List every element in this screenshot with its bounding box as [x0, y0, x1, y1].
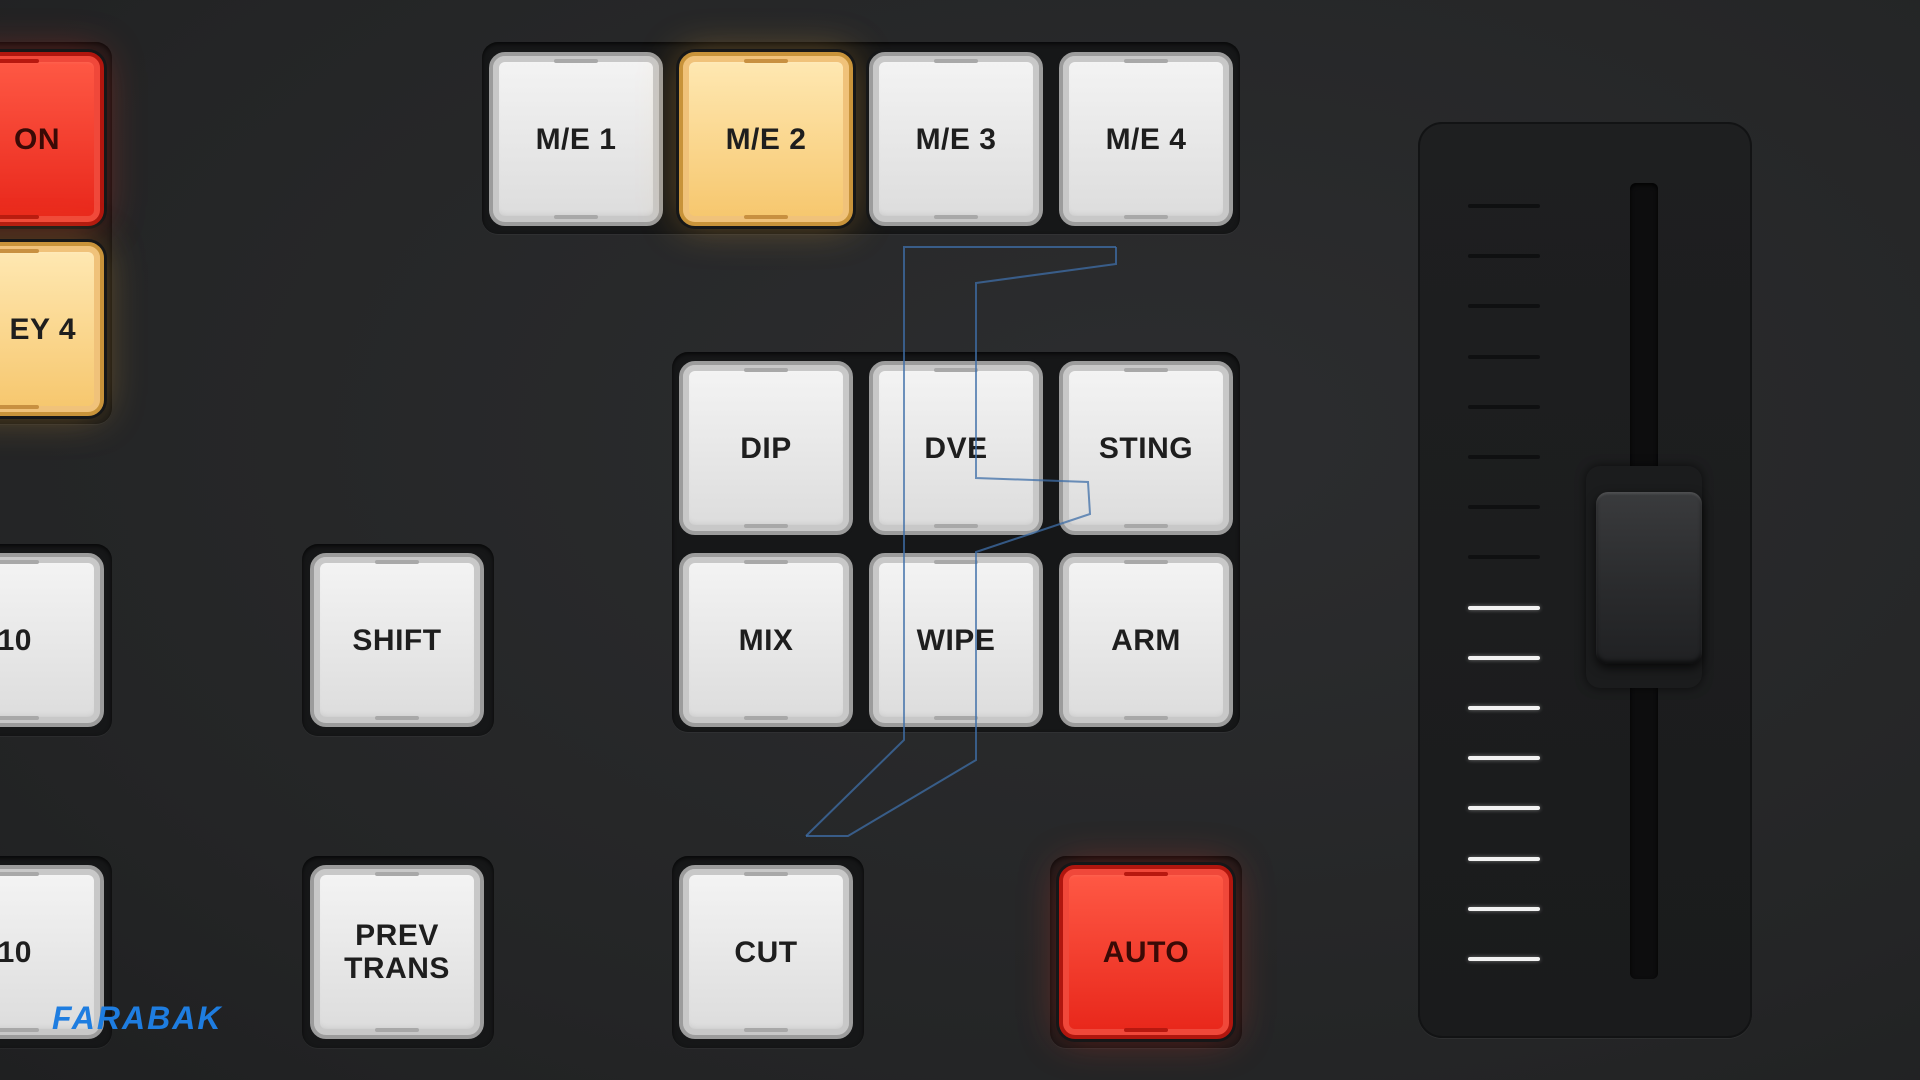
cut-button[interactable]: CUT — [679, 865, 853, 1039]
tbar-tick — [1468, 806, 1540, 810]
key4-label: EY 4 — [9, 312, 76, 346]
prev-trans-label-line2: TRANS — [344, 952, 450, 985]
left-mid-button[interactable]: 10 — [0, 553, 104, 727]
tbar-tick — [1468, 706, 1540, 710]
tbar-tick — [1468, 606, 1540, 610]
tbar-tick — [1468, 907, 1540, 911]
left-mid-label: 10 — [0, 623, 32, 657]
left-bottom-label: 10 — [0, 935, 32, 969]
me4-button[interactable]: M/E 4 — [1059, 52, 1233, 226]
tbar-tick — [1468, 505, 1540, 509]
shift-button[interactable]: SHIFT — [310, 553, 484, 727]
me2-label: M/E 2 — [725, 122, 807, 156]
shift-label: SHIFT — [352, 623, 442, 657]
left-red-on-button[interactable]: ON — [0, 52, 104, 226]
mix-button[interactable]: MIX — [679, 553, 853, 727]
sting-label: STING — [1098, 431, 1194, 465]
auto-button[interactable]: AUTO — [1059, 865, 1233, 1039]
tbar-tick — [1468, 254, 1540, 258]
prev-trans-label-line1: PREV — [355, 919, 439, 952]
tbar-tick — [1468, 756, 1540, 760]
mix-label: MIX — [738, 623, 794, 657]
wipe-label: WIPE — [916, 623, 996, 657]
me3-button[interactable]: M/E 3 — [869, 52, 1043, 226]
tbar-tick — [1468, 656, 1540, 660]
dve-label: DVE — [924, 431, 988, 465]
sting-button[interactable]: STING — [1059, 361, 1233, 535]
tbar-handle[interactable] — [1596, 492, 1702, 664]
me2-button[interactable]: M/E 2 — [679, 52, 853, 226]
tbar-tick — [1468, 204, 1540, 208]
left-bottom-button[interactable]: 10 — [0, 865, 104, 1039]
dve-button[interactable]: DVE — [869, 361, 1043, 535]
wipe-button[interactable]: WIPE — [869, 553, 1043, 727]
arm-button[interactable]: ARM — [1059, 553, 1233, 727]
farabak-watermark: FARABAK — [52, 1000, 223, 1036]
tbar-tick — [1468, 355, 1540, 359]
arm-label: ARM — [1111, 623, 1181, 657]
dip-button[interactable]: DIP — [679, 361, 853, 535]
left-red-on-label: ON — [14, 122, 60, 156]
me4-label: M/E 4 — [1105, 122, 1187, 156]
tbar-tick — [1468, 405, 1540, 409]
me1-button[interactable]: M/E 1 — [489, 52, 663, 226]
me3-label: M/E 3 — [915, 122, 997, 156]
auto-label: AUTO — [1102, 935, 1190, 969]
cut-label: CUT — [734, 935, 798, 969]
key4-button[interactable]: EY 4 — [0, 242, 104, 416]
prev-trans-button[interactable]: PREV TRANS — [310, 865, 484, 1039]
dip-label: DIP — [740, 431, 792, 465]
tbar-tick — [1468, 304, 1540, 308]
me1-label: M/E 1 — [535, 122, 617, 156]
tbar-tick — [1468, 957, 1540, 961]
tbar-tick — [1468, 555, 1540, 559]
tbar-tick — [1468, 857, 1540, 861]
tbar-tick — [1468, 455, 1540, 459]
